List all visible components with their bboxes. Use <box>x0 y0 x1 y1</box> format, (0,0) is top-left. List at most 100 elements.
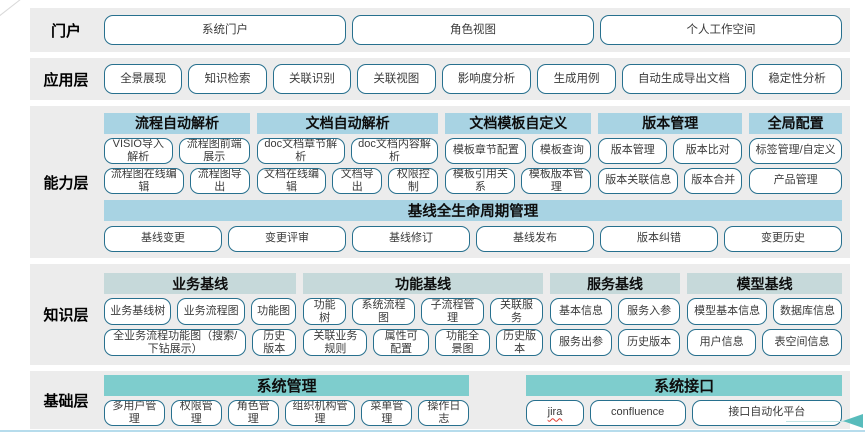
capability-groups: 流程自动解析 VISIO导入解析流程图前端展示流程图在线编辑流程图导出 文档自动解析… <box>104 112 842 194</box>
pill-button[interactable]: 业务基线树 <box>104 298 172 325</box>
pill-button[interactable]: 业务流程图 <box>177 298 245 325</box>
layer-label-knowledge: 知识层 <box>43 307 89 324</box>
pill-button[interactable]: 标签管理/自定义 <box>749 137 842 164</box>
pill-button[interactable]: 服务入参 <box>618 298 681 325</box>
pill-button[interactable]: 全业务流程功能图（搜索/下钻展示） <box>104 329 247 356</box>
pill-button[interactable]: 属性可配置 <box>373 329 429 356</box>
pill-button[interactable]: 表空间信息 <box>762 329 842 356</box>
pill-button[interactable]: 流程图在线编辑 <box>104 167 184 194</box>
group-header: 服务基线 <box>549 273 681 294</box>
pill-button[interactable]: 基线变更 <box>104 225 222 252</box>
pill-button[interactable]: 关联服务 <box>490 298 543 325</box>
pill-button[interactable]: 关联业务规则 <box>303 329 368 356</box>
pill-button[interactable]: 角色视图 <box>352 15 594 45</box>
pill-button[interactable]: 功能树 <box>303 298 346 325</box>
pill-button[interactable]: 权限管理 <box>170 399 222 426</box>
pill-button[interactable]: 版本合并 <box>684 167 743 194</box>
pill-button[interactable]: 变更评审 <box>228 225 346 252</box>
pill-button[interactable]: 文档导出 <box>332 167 383 194</box>
pill-button[interactable]: 版本管理 <box>598 137 668 164</box>
pill-button[interactable]: 版本比对 <box>673 137 743 164</box>
bottom-accent-line <box>0 430 865 432</box>
group: 版本管理版本管理版本比对版本关联信息版本合并 <box>598 112 743 194</box>
pill-button[interactable]: 历史版本 <box>496 329 543 356</box>
pill-button[interactable]: 生成用例 <box>537 64 616 94</box>
button-row: 全业务流程功能图（搜索/下钻展示）历史版本 <box>104 329 297 356</box>
pill-button[interactable]: VISIO导入解析 <box>104 137 173 164</box>
pill-button[interactable]: 流程图前端展示 <box>178 137 250 164</box>
pill-button[interactable]: 稳定性分析 <box>752 64 842 94</box>
baseline-lifecycle-header: 基线全生命周期管理 <box>104 199 842 221</box>
button-row: 用户信息表空间信息 <box>687 329 842 356</box>
pill-button[interactable]: 数据库信息 <box>773 298 842 325</box>
knowledge-groups: 业务基线业务基线树业务流程图功能图全业务流程功能图（搜索/下钻展示）历史版本功能… <box>104 273 842 356</box>
pill-button[interactable]: 基本信息 <box>549 298 613 325</box>
pill-button[interactable]: doc文档章节解析 <box>256 137 345 164</box>
pill-button[interactable]: 多用户管理 <box>104 399 165 426</box>
pill-button[interactable]: 组织机构管理 <box>284 399 356 426</box>
pill-button[interactable]: 关联视图 <box>357 64 436 94</box>
arrow-decor-line <box>786 421 846 422</box>
pill-button[interactable]: 自动生成导出文档 <box>621 64 747 94</box>
pill-button[interactable]: 权限控制 <box>388 167 439 194</box>
button-row: 业务基线树业务流程图功能图 <box>104 298 297 325</box>
layer-portal: 门户 系统门户角色视图个人工作空间 <box>30 8 850 52</box>
pill-button[interactable]: 功能图 <box>250 298 297 325</box>
baseline-buttons: 基线变更变更评审基线修订基线发布版本纠错变更历史 <box>104 225 842 252</box>
pill-button[interactable]: 服务出参 <box>549 329 613 356</box>
pill-button[interactable]: 变更历史 <box>724 225 842 252</box>
pill-button[interactable]: 模板章节配置 <box>445 137 527 164</box>
left-arrow-icon <box>843 414 863 428</box>
pill-button[interactable]: 影响度分析 <box>441 64 532 94</box>
pill-button[interactable]: 全景展现 <box>104 64 183 94</box>
pill-button[interactable]: 菜单管理 <box>361 399 413 426</box>
group: 服务基线基本信息服务入参服务出参历史版本 <box>549 273 681 356</box>
pill-button[interactable]: 版本纠错 <box>600 225 718 252</box>
group-header: 文档自动解析 <box>256 112 439 134</box>
pill-button[interactable]: 角色管理 <box>227 399 279 426</box>
pill-button[interactable]: 历史版本 <box>618 329 681 356</box>
group-header: 流程自动解析 <box>104 112 250 134</box>
layer-label-capability: 能力层 <box>43 174 89 192</box>
button-row: 基本信息服务入参 <box>549 298 681 325</box>
pill-button[interactable]: 流程图导出 <box>189 167 250 194</box>
group-header: 模型基线 <box>687 273 842 294</box>
group-header: 系统管理 <box>104 374 470 396</box>
pill-button[interactable]: 操作日志 <box>418 399 470 426</box>
pill-button[interactable]: 历史版本 <box>252 329 297 356</box>
pill-button[interactable]: 个人工作空间 <box>600 15 842 45</box>
pill-button[interactable]: 产品管理 <box>749 167 842 194</box>
pill-button[interactable]: 功能全景图 <box>434 329 491 356</box>
pill-button[interactable]: 模板引用关系 <box>445 167 516 194</box>
button-row: 模板引用关系模板版本管理 <box>445 167 592 194</box>
pill-button[interactable]: 模板查询 <box>532 137 592 164</box>
button-row: 流程图在线编辑流程图导出 <box>104 167 250 194</box>
pill-button[interactable]: confluence <box>589 399 686 426</box>
group-header: 版本管理 <box>598 112 743 134</box>
pill-button[interactable]: 模板版本管理 <box>521 167 592 194</box>
button-row: 服务出参历史版本 <box>549 329 681 356</box>
pill-button[interactable]: 关联识别 <box>272 64 352 94</box>
pill-button[interactable]: doc文档内容解析 <box>350 137 439 164</box>
pill-button[interactable]: 子流程管理 <box>421 298 485 325</box>
button-row: 产品管理 <box>749 167 842 194</box>
button-row: 版本管理版本比对 <box>598 137 743 164</box>
pill-button[interactable]: 知识检索 <box>188 64 267 94</box>
pill-button[interactable]: 基线发布 <box>476 225 594 252</box>
pill-button[interactable]: 模型基本信息 <box>687 298 768 325</box>
pill-button[interactable]: jira <box>526 399 584 426</box>
button-row: 模型基本信息数据库信息 <box>687 298 842 325</box>
button-row: 文档在线编辑文档导出权限控制 <box>256 167 439 194</box>
portal-buttons: 系统门户角色视图个人工作空间 <box>104 15 842 45</box>
pill-button[interactable]: 基线修订 <box>352 225 470 252</box>
group-header: 系统接口 <box>526 374 842 396</box>
pill-button[interactable]: 系统门户 <box>104 15 346 45</box>
pill-button[interactable]: 版本关联信息 <box>598 167 679 194</box>
pill-button[interactable]: 系统流程图 <box>351 298 416 325</box>
pill-button[interactable]: 文档在线编辑 <box>256 167 327 194</box>
pill-button[interactable]: 用户信息 <box>687 329 757 356</box>
